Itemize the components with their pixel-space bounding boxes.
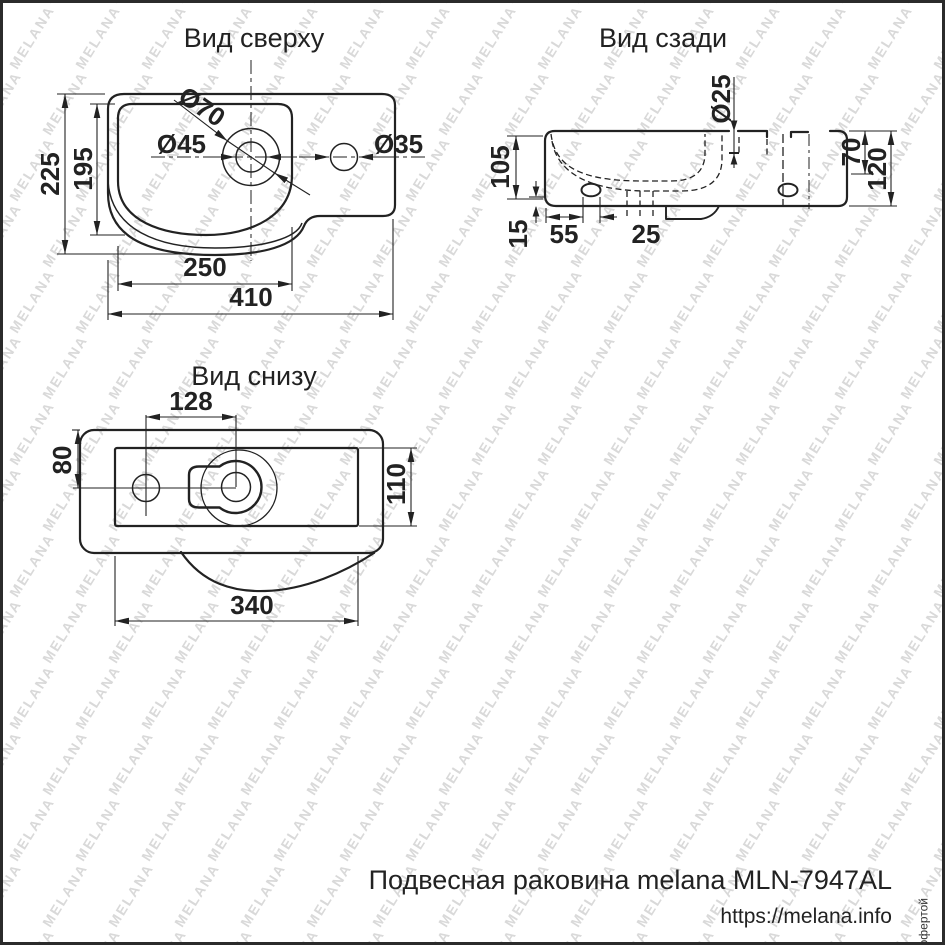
- dim-hole-offset: 55: [550, 219, 579, 249]
- drain-hole-circle: [235, 141, 267, 173]
- back-hidden-lines: [550, 133, 810, 217]
- dim-left-height: 105: [485, 145, 515, 188]
- drain-trap-extension: [665, 205, 720, 220]
- mount-hole-left: [580, 182, 602, 198]
- dim-slot-depth: 70: [836, 138, 866, 167]
- bowl-outline: [116, 102, 294, 237]
- dim-total-width: 410: [229, 282, 272, 312]
- bottom-view-dimension-lines: [72, 413, 417, 626]
- dim-hole-center-offset: 80: [47, 446, 77, 475]
- bottom-view: Вид снизу: [47, 361, 417, 626]
- dim-mixer-area-diameter: Ø70: [173, 80, 231, 132]
- dim-bowl-width: 250: [183, 252, 226, 282]
- dim-total-height: 225: [35, 152, 65, 195]
- back-view: Вид сзади Ø25: [485, 23, 897, 249]
- dim-recess-height: 110: [381, 463, 411, 505]
- top-view-title: Вид сверху: [184, 23, 325, 53]
- diameter-70-leader: [173, 99, 311, 196]
- bowl-front-lip: [179, 550, 376, 593]
- top-view-dimension-lines: [57, 93, 394, 320]
- product-title: Подвесная раковина melana MLN-7947AL: [368, 865, 892, 895]
- side-hole-circle: [329, 142, 359, 172]
- back-view-dimension-lines: [507, 130, 897, 223]
- dim-drain-hole-diameter: Ø45: [157, 129, 206, 159]
- back-view-title: Вид сзади: [599, 23, 727, 53]
- legal-side-note: Этот документ не является публичной офер…: [916, 898, 930, 942]
- sink-rim-lip: [107, 180, 303, 249]
- mount-hole-right: [777, 182, 799, 198]
- dim-drain-center-offset: 128: [169, 386, 212, 416]
- dim-bowl-height: 195: [68, 147, 98, 190]
- dim-side-hole-diameter: Ø35: [374, 129, 423, 159]
- top-view: Вид сверху Ø70 Ø45: [35, 23, 427, 320]
- bottom-view-title: Вид снизу: [191, 361, 317, 391]
- dim-right-height: 120: [862, 147, 892, 190]
- base-outer-outline: [78, 428, 385, 555]
- bottom-centerlines: [73, 415, 237, 516]
- sink-outer-outline: [106, 92, 397, 257]
- back-outline: [543, 129, 849, 208]
- dim-mount-hole-diameter: Ø25: [706, 74, 736, 123]
- drain-boss-outline: [187, 459, 263, 515]
- website-link[interactable]: https://melana.info: [720, 905, 892, 928]
- diameter-25-dimension: [729, 77, 739, 168]
- dim-bottom-rim-height: 15: [503, 220, 533, 249]
- dim-base-width: 340: [230, 590, 273, 620]
- dim-hole-width: 25: [632, 219, 661, 249]
- technical-drawing: Вид сверху Ø70 Ø45: [35, 23, 897, 626]
